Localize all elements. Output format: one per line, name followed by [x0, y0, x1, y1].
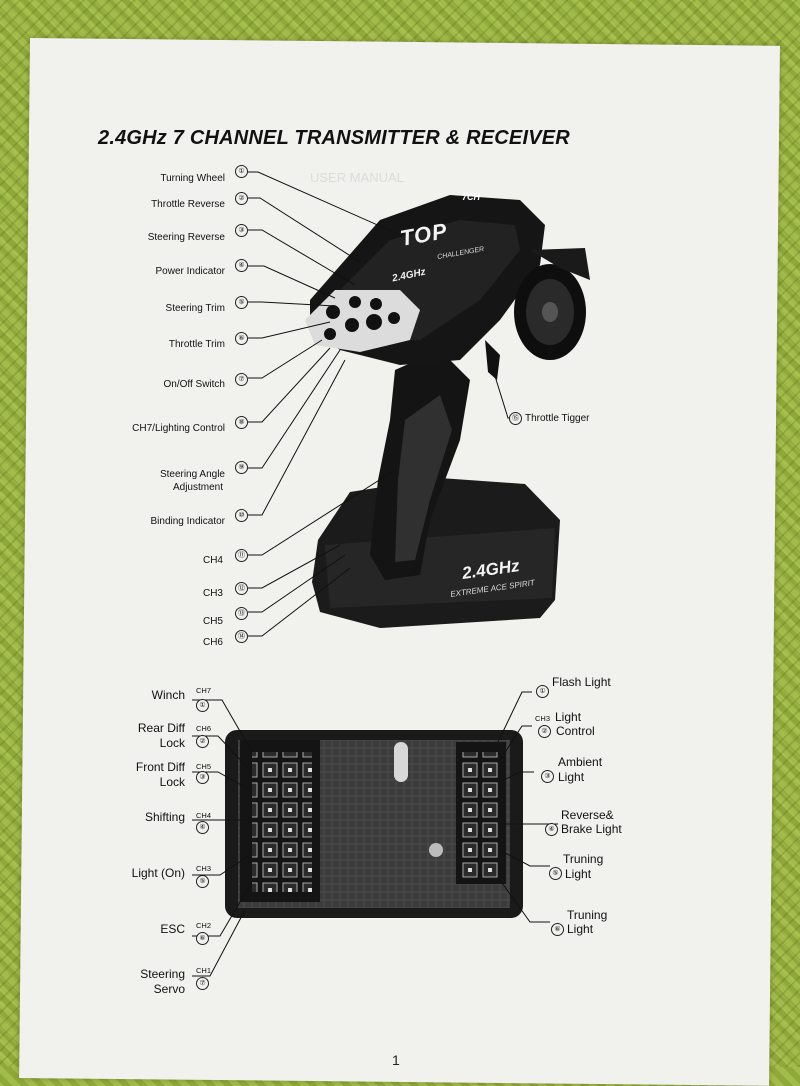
channel-tag: CH4 [196, 811, 212, 820]
label-ch4: CH4 [202, 555, 223, 566]
label-truning-6: Truning [567, 908, 608, 922]
page-number: 1 [392, 1052, 400, 1068]
label-adjustment: Adjustment [172, 482, 223, 493]
callout-number: ① [196, 699, 209, 712]
callout-number: ④ [235, 259, 248, 272]
label-power-indicator: Power Indicator [155, 266, 225, 277]
label-binding-indicator: Binding Indicator [150, 516, 226, 527]
label-ch5: CH5 [202, 616, 223, 627]
callout-number: ③ [541, 770, 554, 783]
label-ch3: CH3 [202, 588, 223, 599]
callout-number: ③ [235, 224, 248, 237]
callout-number: ⑤ [196, 875, 209, 888]
label-winch: Winch [151, 688, 185, 702]
callout-number: ⑥ [551, 923, 564, 936]
callout-number: ⑮ [509, 412, 522, 425]
left-pin-header [252, 752, 312, 892]
label-ambient-light: Light [558, 770, 585, 784]
label-throttle-reverse: Throttle Reverse [151, 199, 225, 210]
label-ch6: CH6 [202, 637, 223, 648]
callout-number: ④ [545, 823, 558, 836]
callout-number: ⑭ [235, 630, 248, 643]
label-truning-6-light: Light [567, 922, 594, 936]
callout-number: ⑩ [235, 509, 248, 522]
label-steering-trim: Steering Trim [165, 303, 225, 314]
callout-number: ② [235, 192, 248, 205]
callout-number: ⑨ [235, 461, 248, 474]
channel-tag: CH6 [196, 724, 212, 733]
channel-tag: CH1 [196, 966, 212, 975]
callout-number: ⑦ [196, 977, 209, 990]
transmitter-badge: 7CH [462, 192, 481, 202]
label-esc: ESC [160, 922, 185, 936]
callout-number: ⑤ [235, 296, 248, 309]
label-ch7-lighting-control: CH7/Lighting Control [132, 423, 225, 434]
label-throttle-trim: Throttle Trim [168, 339, 225, 350]
label-control: Control [556, 724, 595, 738]
callout-number: ⑬ [235, 607, 248, 620]
callout-number: ① [536, 685, 549, 698]
callout-number: ② [196, 735, 209, 748]
label-front-diff-lock: Lock [159, 775, 185, 789]
label-on-off-switch: On/Off Switch [163, 379, 225, 390]
callout-number: ④ [196, 821, 209, 834]
transmitter-illustration [305, 195, 590, 628]
callout-number: ③ [196, 771, 209, 784]
label-brake-light: Brake Light [561, 822, 622, 836]
label-shifting: Shifting [144, 810, 185, 824]
channel-tag: CH3 [535, 714, 551, 723]
callout-number: ⑪ [235, 549, 248, 562]
label-rear-diff-lock: Lock [159, 736, 185, 750]
page-title: 2.4GHz 7 CHANNEL TRANSMITTER & RECEIVER [98, 127, 570, 149]
label-steering-angle: Steering Angle [159, 469, 225, 480]
label-servo: Servo [153, 982, 185, 996]
channel-tag: CH3 [196, 864, 212, 873]
show-through-text: USER MANUAL [310, 170, 404, 185]
channel-tag: CH2 [196, 921, 212, 930]
label-steering: Steering [140, 967, 185, 981]
label-light: Light [555, 710, 582, 724]
callout-number: ⑥ [196, 932, 209, 945]
label-truning-5-light: Light [565, 867, 592, 881]
label-flash-light: Flash Light [552, 675, 611, 689]
callout-number: ⑫ [235, 582, 248, 595]
channel-tag: CH5 [196, 762, 212, 771]
label-light-on: Light (On) [131, 866, 185, 880]
label-ambient: Ambient [558, 755, 603, 769]
label-throttle-trigger: Throttle Tigger [525, 413, 590, 424]
label-steering-reverse: Steering Reverse [147, 232, 225, 243]
callout-number: ① [235, 165, 248, 178]
label-front-diff: Front Diff [135, 760, 185, 774]
label-truning-5: Truning [563, 852, 604, 866]
label-rear-diff: Rear Diff [137, 721, 185, 735]
callout-number: ⑤ [549, 867, 562, 880]
label-reverse: Reverse& [561, 808, 614, 822]
transmitter-leader-lines [248, 171, 518, 637]
callout-number: ② [538, 725, 551, 738]
callout-number: ⑧ [235, 416, 248, 429]
label-turning-wheel: Turning Wheel [160, 173, 225, 184]
callout-number: ⑥ [235, 332, 248, 345]
callout-number: ⑦ [235, 373, 248, 386]
right-pin-header [461, 752, 501, 880]
channel-tag: CH7 [196, 686, 212, 695]
